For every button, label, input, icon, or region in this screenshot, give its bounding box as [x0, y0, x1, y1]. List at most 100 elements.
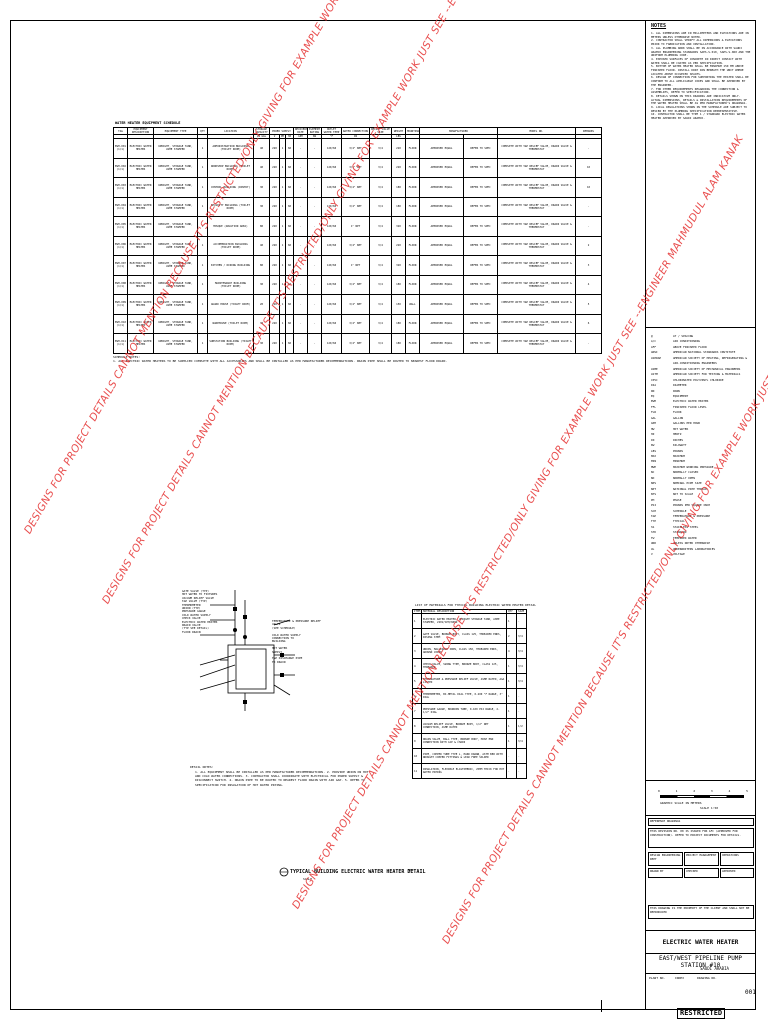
drawing-number-row: PLANT NO. INDEX DRAWING NO.: [645, 973, 756, 984]
table-cell: 11: [412, 763, 422, 780]
table-cell: COMPLETE WITH T&P RELIEF VALVE, DRAIN VA…: [497, 196, 576, 217]
table-cell: ELECTRIC WATER HEATER: [127, 177, 154, 198]
table-cell: -: [293, 196, 308, 217]
abbreviation-meaning: FINISHED FLOOR LEVEL: [673, 404, 707, 409]
table-cell: COMPLETE WITH T&P RELIEF VALVE, DRAIN VA…: [497, 138, 576, 159]
table-cell: UPRIGHT, STORAGE TANK, ASME STAMPED: [153, 333, 198, 354]
table-cell: COMPLETE WITH T&P RELIEF VALVE, DRAIN VA…: [497, 313, 576, 334]
table-cell: COMPLETE WITH T&P RELIEF VALVE, DRAIN VA…: [497, 294, 576, 315]
table-cell: APPROVED EQUAL: [419, 157, 464, 178]
detail-callouts-left: GATE VALVE (TYP) HOT WATER TO FIXTURES V…: [182, 589, 218, 634]
table-cell: FLOOR: [405, 196, 420, 217]
table-cell: APPROVED EQUAL: [419, 138, 464, 159]
table-cell: 2: [412, 628, 422, 645]
table-cell: EWH-004 (1/1): [113, 196, 128, 217]
table-cell: 40: [253, 235, 270, 256]
index-label: INDEX: [675, 976, 685, 980]
table-cell: 1: [506, 658, 517, 675]
schedule-notes-title: SCHEDULE NOTES:: [113, 355, 141, 359]
table-cell: 3/4" NPT: [341, 294, 370, 315]
table-cell: 220: [269, 157, 280, 178]
notes-text: 1. ALL DIMENSIONS ARE IN MILLIMETERS AND…: [651, 31, 751, 121]
table-cell: 3/4: [369, 216, 392, 237]
table-cell: -: [307, 274, 322, 295]
table-cell: COMPLETE WITH T&P RELIEF VALVE, DRAIN VA…: [497, 235, 576, 256]
table-cell: EWH-005 (1/1): [113, 216, 128, 237]
materials-header-cell: SIZE: [516, 608, 527, 615]
table-cell: ELECTRIC WATER HEATER: [127, 235, 154, 256]
table-cell: 60: [285, 313, 294, 334]
abbreviation-meaning: TYPICAL: [673, 519, 685, 524]
table-cell: -: [575, 196, 602, 217]
table-cell: 3/4: [516, 673, 527, 690]
scale-number: 0: [658, 789, 660, 793]
abbreviation-key: ANSI: [651, 350, 658, 355]
table-cell: 120/60: [321, 274, 342, 295]
table-cell: 1: [197, 274, 208, 295]
table-cell: FLOOR: [405, 157, 420, 178]
table-cell: 10: [575, 177, 602, 198]
scale-number: 2: [693, 789, 696, 793]
table-cell: 2: [575, 235, 602, 256]
table-cell: VACUUM RELIEF VALVE, BRONZE BODY, 1/2" N…: [421, 718, 507, 735]
table-cell: -: [516, 688, 527, 705]
abbreviation-key: NTS: [651, 492, 657, 497]
abbreviation-meaning: INCHES: [673, 437, 684, 442]
abbreviation-key: ASHRAE: [651, 355, 662, 360]
table-cell: PIPE, COPPER TUBE TYPE L, HARD DRAWN, AS…: [421, 748, 507, 765]
table-cell: 80: [253, 216, 270, 237]
table-cell: 4: [506, 643, 517, 660]
abbreviation-meaning: TEMPERATURE & PRESSURE: [673, 513, 711, 518]
table-cell: ACCOMMODATION BUILDING (TOILET ROOM): [207, 235, 254, 256]
heater-tank: [227, 644, 275, 694]
abbreviation-meaning: MINIMUM: [673, 459, 685, 464]
abbreviation-meaning: NORMALLY OPEN: [673, 475, 695, 480]
abbreviation-meaning: ABOVE FINISHED FLOOR: [673, 344, 707, 349]
table-cell: 220: [391, 235, 406, 256]
table-cell: 120/60: [321, 138, 342, 159]
schedule-header-cell: QTY: [197, 127, 208, 135]
table-cell: -: [307, 177, 322, 198]
table-cell: REFER TO SPEC: [463, 177, 498, 198]
table-cell: APPROVED EQUAL: [419, 294, 464, 315]
abbreviation-meaning: POUNDS: [673, 448, 684, 453]
table-cell: 3/4: [516, 733, 527, 750]
table-cell: -: [575, 333, 602, 354]
table-cell: 30: [253, 274, 270, 295]
table-cell: -: [293, 333, 308, 354]
table-cell: 180: [391, 274, 406, 295]
abbreviation-key: PH: [651, 497, 655, 502]
table-cell: 220: [391, 138, 406, 159]
table-cell: -: [293, 313, 308, 334]
table-cell: 4: [412, 658, 422, 675]
abbreviation-key: FLR: [651, 410, 657, 415]
table-cell: THERMOMETER, BI-METAL DIAL TYPE, 0-200 °…: [421, 688, 507, 705]
drawing-sheet: [10, 20, 756, 1010]
table-cell: 3/4: [369, 333, 392, 354]
detail-caption: TYPICAL BUILDING ELECTRIC WATER HEATER D…: [290, 869, 426, 875]
schedule-header-cell: OUTLET WATER TEMP: [321, 127, 342, 135]
table-cell: -: [307, 196, 322, 217]
table-cell: 1: [506, 613, 517, 630]
table-cell: 220: [269, 196, 280, 217]
table-cell: 1: [197, 333, 208, 354]
detail-nts: NTS: [408, 868, 414, 872]
